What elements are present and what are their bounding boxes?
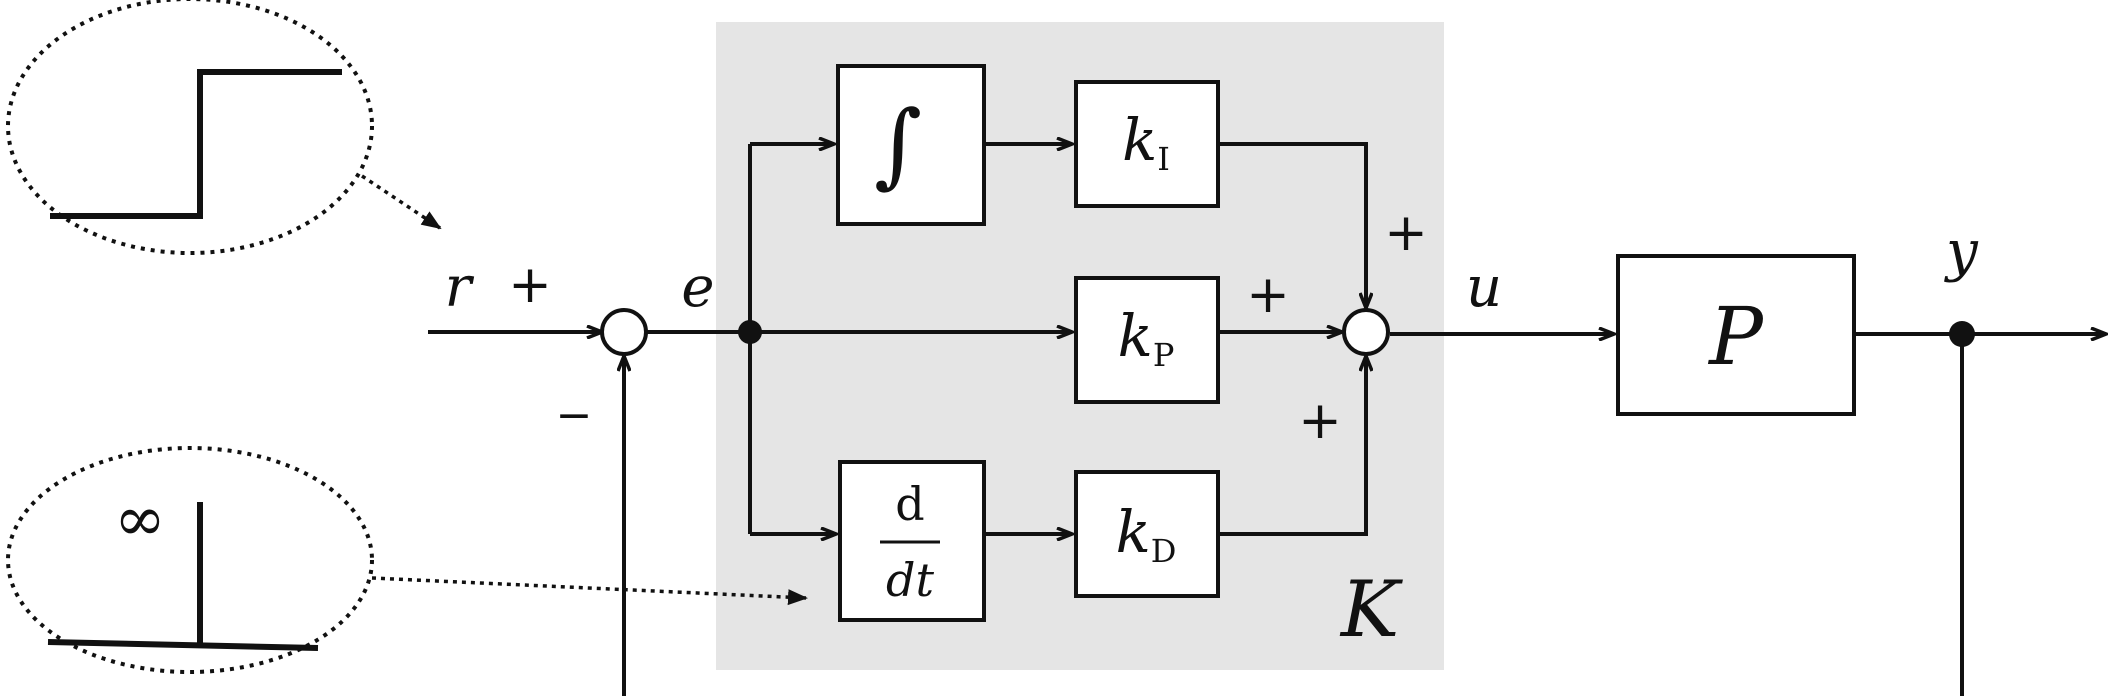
step-pointer — [361, 174, 442, 230]
output-branch-node — [1949, 321, 1975, 347]
output-signal-label: y — [1943, 219, 1979, 284]
plant-label: P — [1707, 290, 1764, 383]
wiring — [428, 144, 2106, 696]
gain-kd-label: kD — [1116, 498, 1177, 570]
gain-ki-label: kI — [1122, 106, 1170, 178]
proportional-plus-sign: + — [1246, 265, 1290, 325]
impulse-pointer — [371, 576, 808, 606]
error-signal-label: e — [681, 255, 714, 320]
impulse-infinity-symbol: ∞ — [114, 482, 166, 555]
reference-signal-label: r — [445, 255, 475, 320]
derivative-plus-sign: + — [1298, 391, 1342, 451]
derivative-numerator: d — [895, 477, 924, 531]
control-signal-label: u — [1466, 255, 1502, 320]
impulse-signal-icon: ∞ — [6, 446, 374, 674]
integrator-block — [836, 64, 986, 226]
feedback-minus-sign: − — [556, 390, 593, 441]
error-branch-node — [738, 320, 762, 344]
kd-to-sum — [1218, 356, 1366, 536]
control-summing-junction — [1342, 308, 1390, 356]
reference-plus-sign: + — [508, 255, 552, 315]
feedback-line — [624, 334, 1964, 696]
gain-ki-block — [1074, 80, 1220, 208]
plant-block — [1616, 254, 1856, 416]
controller-label: K — [1339, 565, 1404, 655]
step-signal-icon — [6, 0, 374, 255]
error-summing-junction — [600, 308, 648, 356]
gain-kd-block — [1074, 470, 1220, 598]
gain-kp-label: kP — [1118, 302, 1175, 374]
integrator-label: ∫ — [874, 91, 922, 198]
integral-plus-sign: + — [1384, 203, 1428, 263]
ki-to-sum — [1218, 142, 1366, 308]
derivative-denominator: dt — [886, 553, 934, 607]
gain-kp-block — [1074, 276, 1220, 404]
